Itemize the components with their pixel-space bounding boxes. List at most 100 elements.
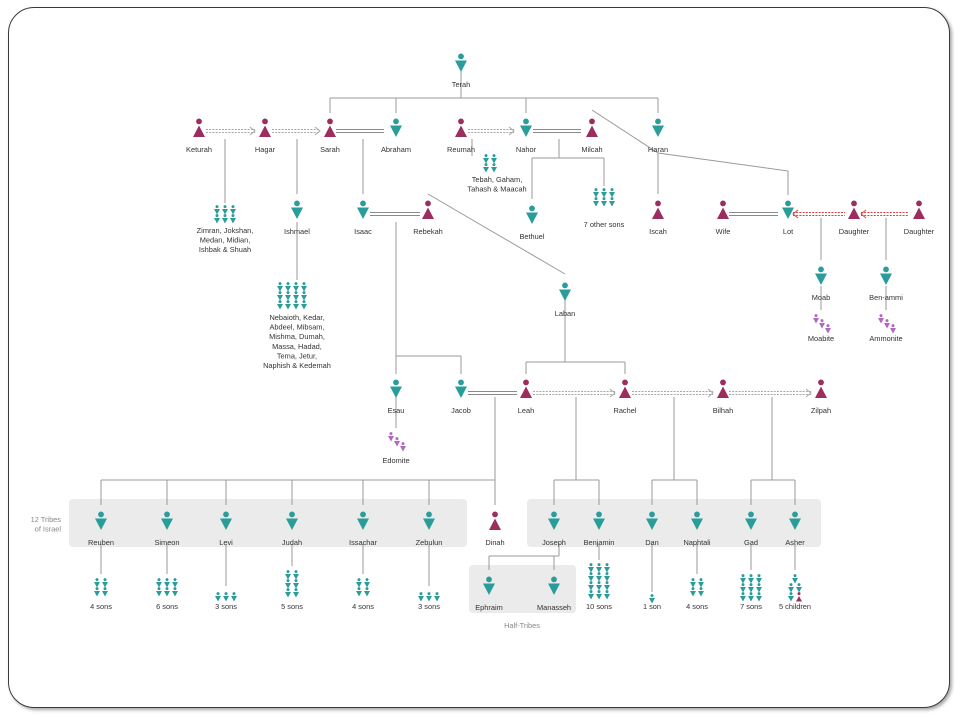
male-person-icon-lot[interactable] [782, 200, 794, 220]
male-person-icon-nahor[interactable] [520, 118, 532, 138]
female-person-icon-wife[interactable] [717, 200, 729, 220]
name-wife: Wife [716, 227, 731, 236]
male-person-icon-haran[interactable] [652, 118, 664, 138]
name-keturah: Keturah [186, 145, 212, 154]
small-descendant-arrow-icon [740, 592, 746, 602]
small-descendant-arrow-icon [293, 570, 299, 580]
small-descendant-arrow-icon [293, 588, 299, 598]
descendant-count-label: 10 sons [586, 602, 612, 611]
tribes-band-right [527, 499, 821, 547]
small-descendant-arrow-icon [214, 205, 220, 215]
connector-line [488, 543, 560, 570]
small-descendant-arrow-icon [156, 578, 162, 588]
connector-line [427, 193, 566, 275]
small-descendant-arrow-icon [690, 578, 696, 588]
small-descendant-arrow-icon [890, 324, 896, 334]
marriage-link [729, 212, 778, 216]
name-iscah: Iscah [649, 227, 667, 236]
marriage-link [370, 212, 420, 216]
small-descendant-arrow-icon [364, 578, 370, 588]
keturah-sons-label: Medan, Midian, [200, 236, 251, 245]
small-descendant-arrow-icon [596, 572, 602, 582]
small-descendant-arrow-icon [172, 587, 178, 597]
small-descendant-arrow-icon [215, 592, 221, 602]
small-descendant-arrow-icon [601, 188, 607, 198]
small-descendant-arrow-icon [301, 282, 307, 292]
small-descendant-arrow-icon [418, 592, 424, 602]
name-bethuel: Bethuel [519, 232, 544, 241]
descendant-count-label: Ammonite [869, 334, 902, 343]
name-zilpah: Zilpah [811, 406, 831, 415]
small-descendant-arrow-icon [172, 578, 178, 588]
half-tribes-label: Half-Tribes [504, 621, 540, 630]
small-descendant-arrow-icon [698, 578, 704, 588]
descendant-count-label: 7 other sons [584, 220, 625, 229]
ishmael-sons-label: Mishma, Dumah, [269, 332, 325, 341]
descendant-count-label: 3 sons [215, 602, 237, 611]
name-rachel: Rachel [613, 406, 636, 415]
female-person-icon-dinah[interactable] [489, 511, 501, 531]
name-laban: Laban [555, 309, 576, 318]
male-person-icon-esau[interactable] [390, 379, 402, 399]
connector-line [591, 109, 789, 195]
name-haran: Haran [648, 145, 668, 154]
name-benjamin: Benjamin [584, 538, 615, 547]
tribes-band-left [69, 499, 467, 547]
small-descendant-arrow-icon [788, 583, 794, 593]
small-descendant-arrow-icon [214, 214, 220, 224]
half-tribes-band [469, 565, 576, 613]
small-descendant-arrow-icon [748, 583, 754, 593]
female-person-icon-reumah[interactable] [455, 118, 467, 138]
reumah-sons-label: Tahash & Maacah [467, 185, 526, 194]
small-descendant-arrow-icon [825, 324, 831, 334]
male-person-icon-moab[interactable] [815, 266, 827, 286]
female-person-icon-bilhah[interactable] [717, 379, 729, 399]
descendant-count-label: 3 sons [418, 602, 440, 611]
female-person-icon-rachel[interactable] [619, 379, 631, 399]
male-person-icon-benammi[interactable] [880, 266, 892, 286]
female-person-icon-daughter1[interactable] [848, 200, 860, 220]
small-descendant-arrow-icon [604, 581, 610, 591]
female-person-icon-daughter2[interactable] [913, 200, 925, 220]
male-person-icon-laban[interactable] [559, 282, 571, 302]
small-descendant-arrow-icon [601, 197, 607, 207]
small-descendant-arrow-icon [277, 291, 283, 301]
small-descendant-arrow-icon [483, 163, 489, 173]
male-person-icon-jacob[interactable] [455, 379, 467, 399]
descendant-count-label: 5 sons [281, 602, 303, 611]
small-descendant-arrow-icon [491, 163, 497, 173]
small-descendant-arrow-icon [164, 578, 170, 588]
small-descendant-arrow-icon [156, 587, 162, 597]
female-person-icon-keturah[interactable] [193, 118, 205, 138]
male-person-icon-bethuel[interactable] [526, 205, 538, 225]
female-person-icon-hagar[interactable] [259, 118, 271, 138]
small-descendant-arrow-icon [884, 319, 890, 329]
small-descendant-arrow-icon [604, 572, 610, 582]
small-descendant-arrow-icon [819, 319, 825, 329]
male-person-icon-terah[interactable] [455, 53, 467, 73]
small-descendant-arrow-icon [223, 592, 229, 602]
male-person-icon-isaac[interactable] [357, 200, 369, 220]
female-person-icon-sarah[interactable] [324, 118, 336, 138]
small-descendant-arrow-icon [285, 282, 291, 292]
concubine-link [860, 209, 909, 219]
small-descendant-arrow-icon [222, 205, 228, 215]
female-person-icon-iscah[interactable] [652, 200, 664, 220]
small-descendant-arrow-icon [878, 314, 884, 324]
descendant-count-label: 5 children [779, 602, 811, 611]
descendant-count-label: 6 sons [156, 602, 178, 611]
male-person-icon-abraham[interactable] [390, 118, 402, 138]
female-person-icon-rebekah[interactable] [422, 200, 434, 220]
descendant-count-label: 7 sons [740, 602, 762, 611]
name-rebekah: Rebekah [413, 227, 443, 236]
male-person-icon-ishmael[interactable] [291, 200, 303, 220]
small-descendant-arrow-icon [285, 588, 291, 598]
small-descendant-arrow-icon [94, 587, 100, 597]
female-person-icon-milcah[interactable] [586, 118, 598, 138]
name-benammi: Ben-ammi [869, 293, 903, 302]
small-descendant-arrow-icon [394, 437, 400, 447]
small-descendant-arrow-icon [364, 587, 370, 597]
female-person-icon-zilpah[interactable] [815, 379, 827, 399]
female-person-icon-leah[interactable] [520, 379, 532, 399]
